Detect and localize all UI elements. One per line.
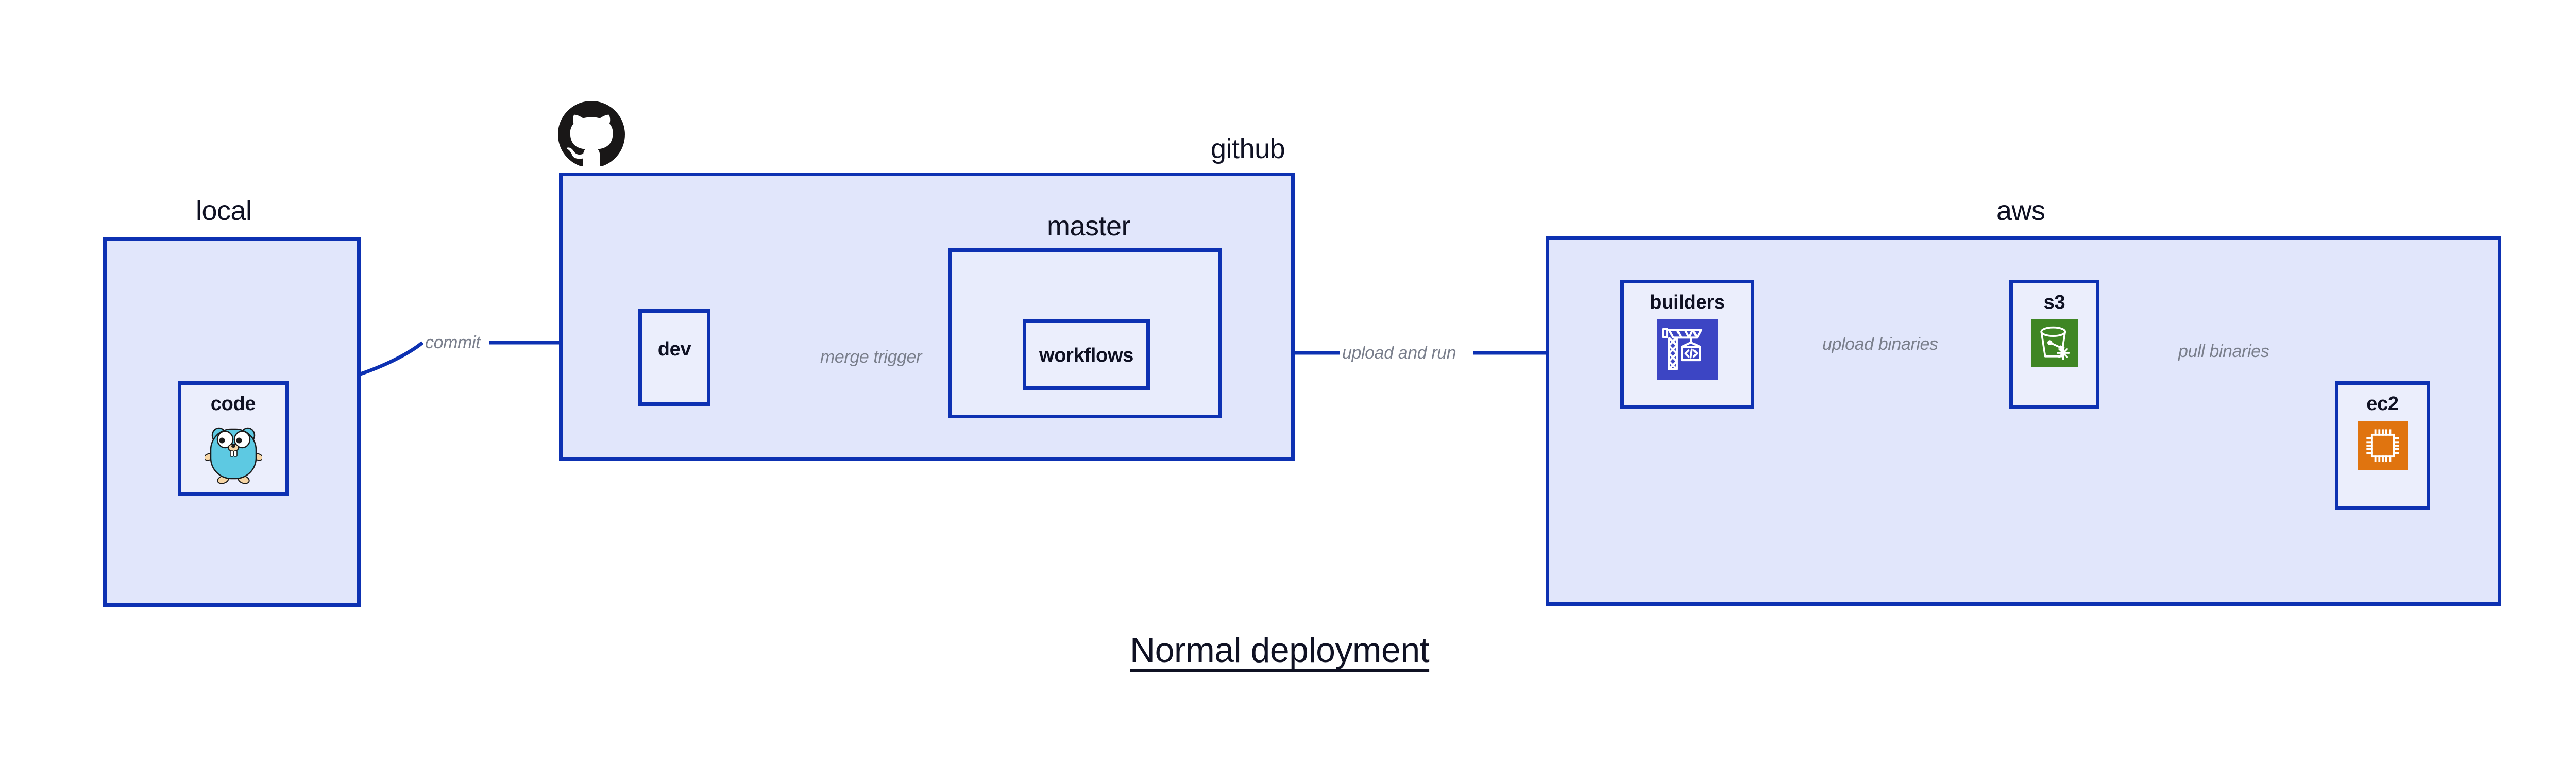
cluster-github-label: github (1211, 133, 1285, 164)
edge-label-upload-binaries: upload binaries (1822, 334, 1938, 354)
node-builders[interactable]: builders (1620, 280, 1754, 409)
node-workflows-label: workflows (1039, 345, 1134, 366)
cluster-master-label: master (1047, 211, 1131, 242)
cluster-local-label: local (196, 195, 252, 226)
go-gopher-icon (203, 422, 263, 486)
edge-label-merge-trigger: merge trigger (820, 347, 922, 367)
edge-label-commit: commit (425, 333, 481, 352)
node-ec2-label: ec2 (2366, 393, 2399, 415)
node-dev-label: dev (657, 338, 691, 360)
cpu-chip-icon (2358, 421, 2408, 473)
node-ec2[interactable]: ec2 (2335, 381, 2430, 510)
node-dev[interactable]: dev (638, 309, 710, 406)
github-mark-icon (558, 101, 625, 171)
node-workflows[interactable]: workflows (1023, 319, 1150, 390)
edge-label-pull-binaries: pull binaries (2178, 342, 2269, 361)
bucket-glacier-icon (2030, 319, 2078, 369)
node-code[interactable]: code (178, 381, 289, 496)
edge-label-upload-and-run: upload and run (1342, 343, 1456, 363)
cluster-aws-label: aws (1996, 195, 2045, 226)
diagram-title: Normal deployment (1130, 631, 1430, 670)
crane-code-icon (1657, 319, 1718, 383)
node-builders-label: builders (1650, 292, 1725, 313)
node-s3-label: s3 (2043, 292, 2065, 313)
node-s3[interactable]: s3 (2009, 280, 2099, 409)
node-code-label: code (210, 393, 256, 415)
